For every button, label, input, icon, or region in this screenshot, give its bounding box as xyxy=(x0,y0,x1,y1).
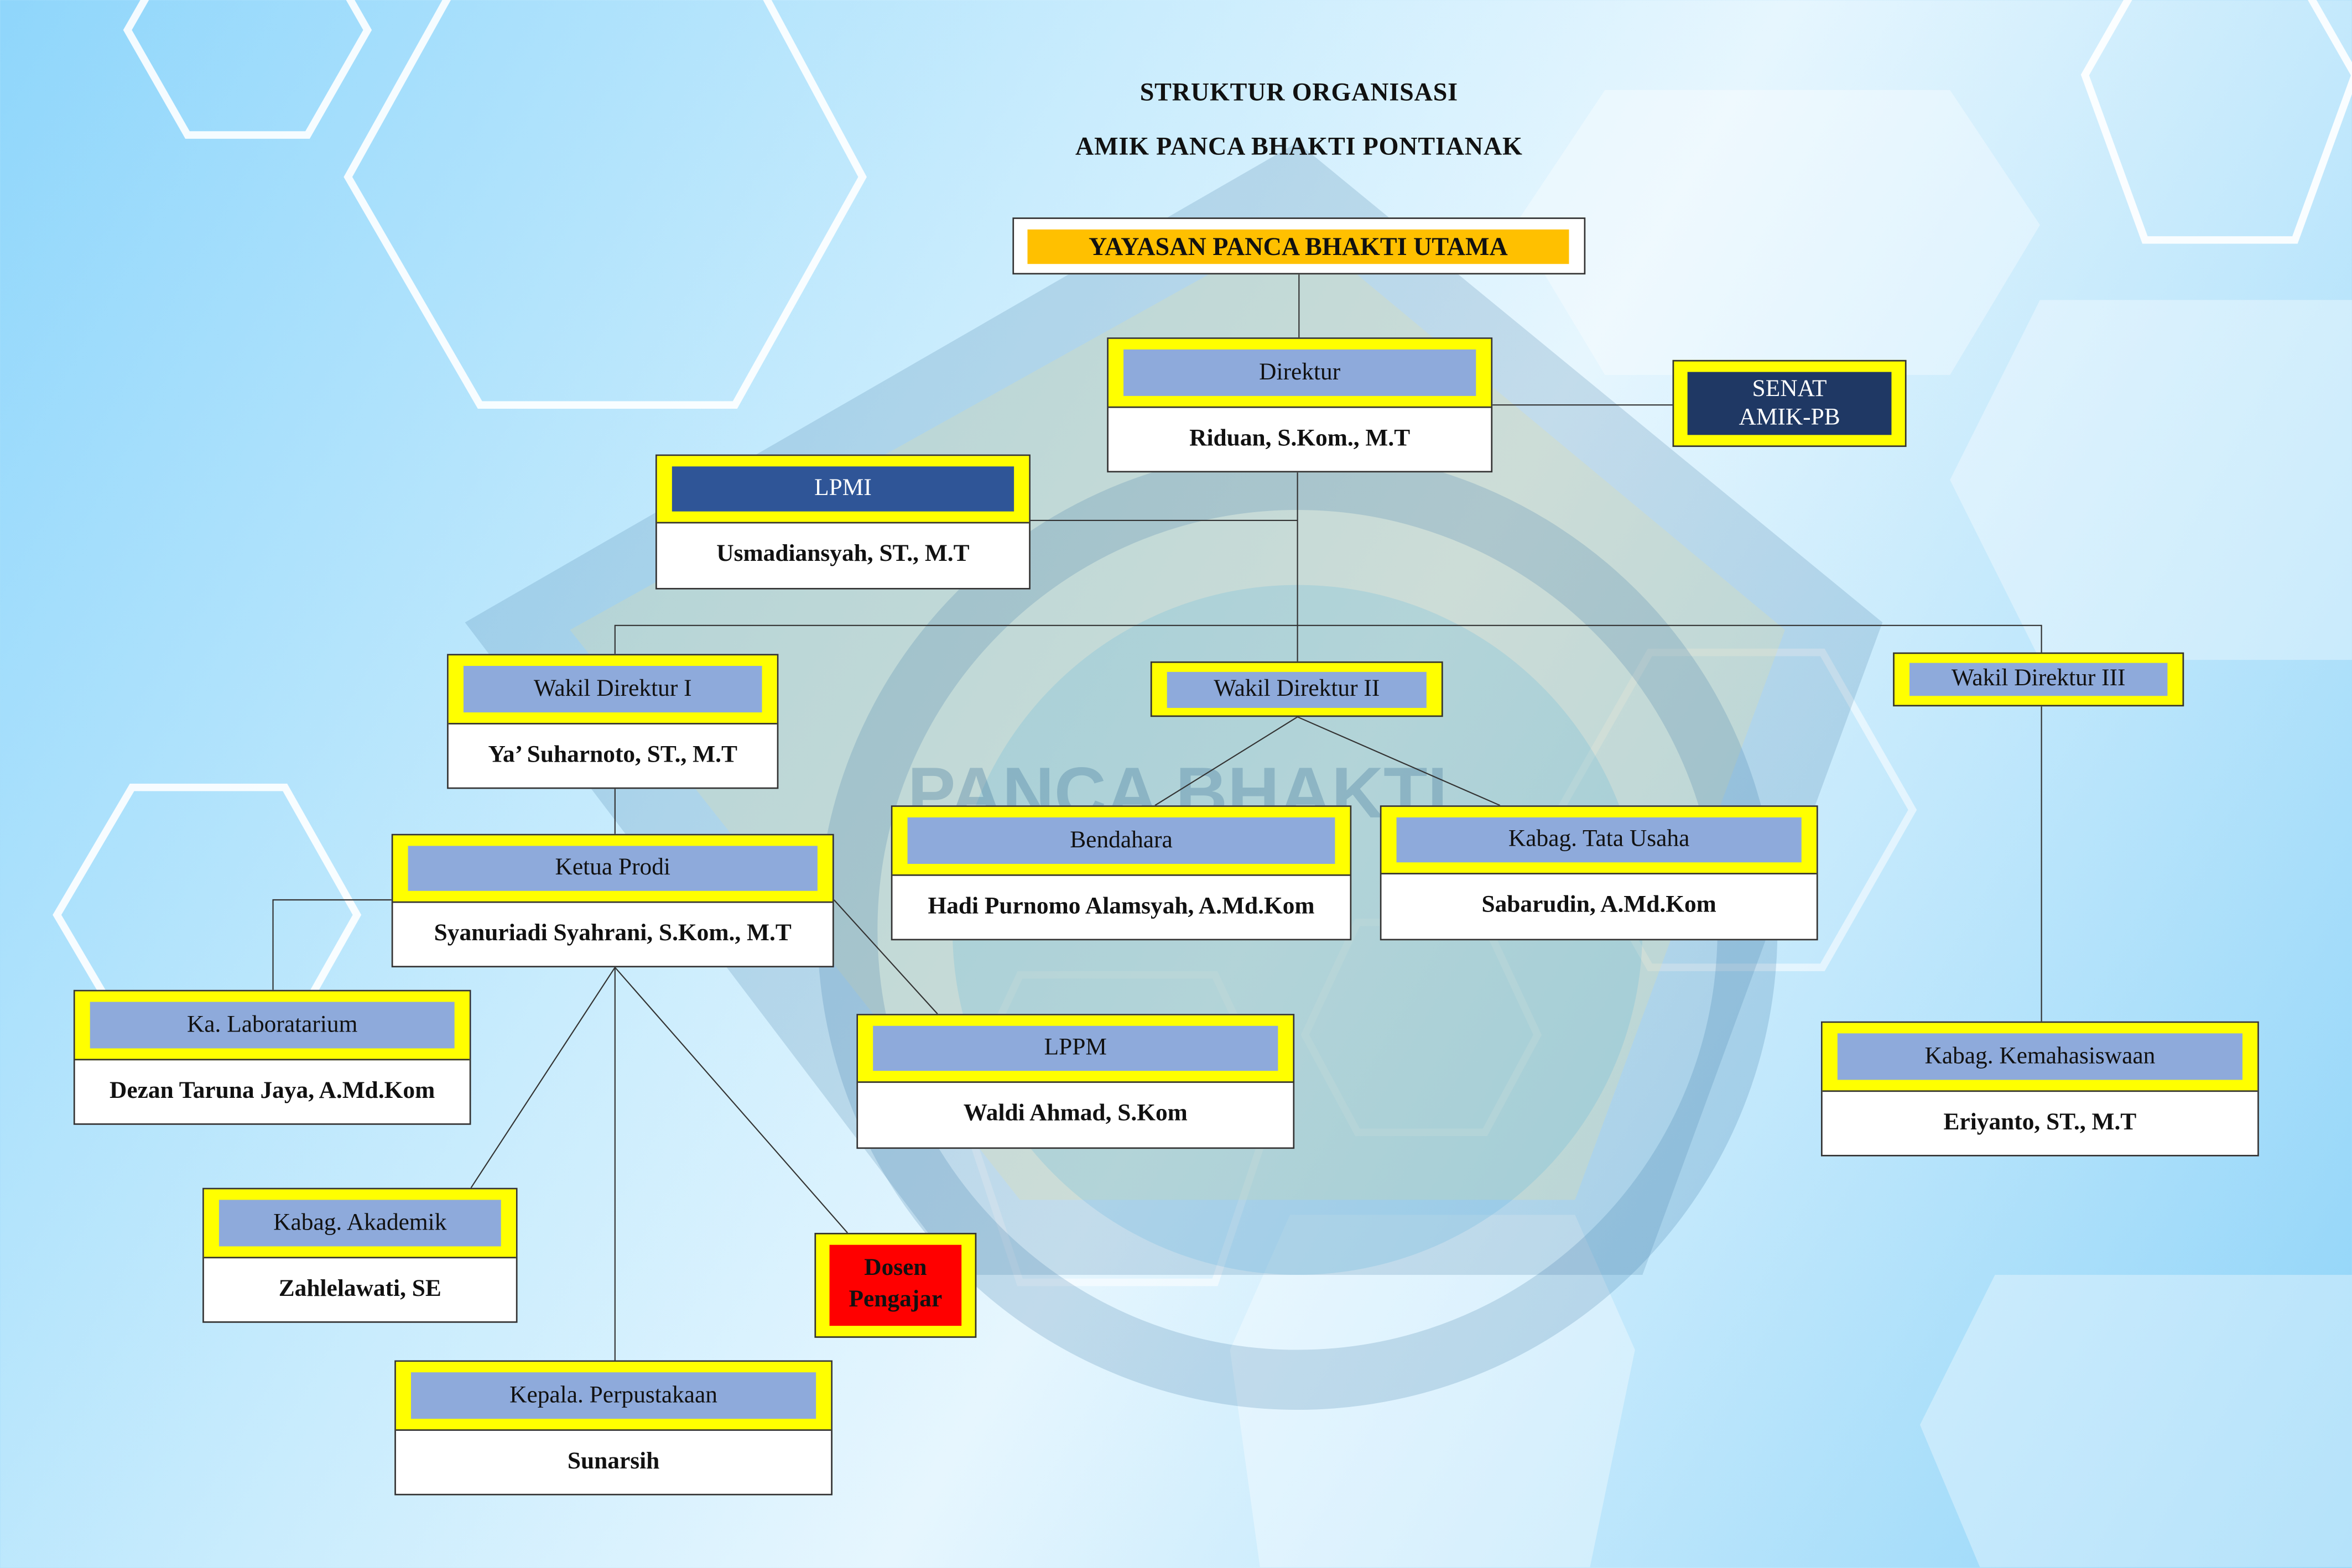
kalab-name: Dezan Taruna Jaya, A.Md.Kom xyxy=(110,1077,435,1103)
lpmi-name: Usmadiansyah, ST., M.T xyxy=(716,541,970,567)
wadir2-role: Wakil Direktur II xyxy=(1167,671,1427,708)
bendahara-name: Hadi Purnomo Alamsyah, A.Md.Kom xyxy=(928,893,1315,919)
node-kepala-perpustakaan: Kepala. Perpustakaan Sunarsih xyxy=(394,1360,832,1496)
kaprodi-name: Syanuriadi Syahrani, S.Kom., M.T xyxy=(434,920,792,946)
node-ka-laboratarium: Ka. Laboratarium Dezan Taruna Jaya, A.Md… xyxy=(73,989,471,1125)
kemahasiswaan-role: Kabag. Kemahasiswaan xyxy=(1837,1033,2242,1080)
lppm-name: Waldi Ahmad, S.Kom xyxy=(963,1101,1188,1127)
yayasan-label: YAYASAN PANCA BHAKTI UTAMA xyxy=(1027,229,1569,264)
node-bendahara: Bendahara Hadi Purnomo Alamsyah, A.Md.Ko… xyxy=(891,805,1352,941)
node-direktur: Direktur Riduan, S.Kom., M.T xyxy=(1107,337,1493,473)
direktur-role: Direktur xyxy=(1123,349,1476,396)
senat-line2: AMIK-PB xyxy=(1739,405,1840,431)
perpustakaan-name: Sunarsih xyxy=(567,1448,660,1474)
dosen-line1: Dosen xyxy=(864,1256,927,1282)
node-lppm: LPPM Waldi Ahmad, S.Kom xyxy=(856,1014,1295,1149)
node-dosen-pengajar: Dosen Pengajar xyxy=(814,1233,977,1338)
node-ketua-prodi: Ketua Prodi Syanuriadi Syahrani, S.Kom.,… xyxy=(391,834,834,968)
node-kabag-akademik: Kabag. Akademik Zahlelawati, SE xyxy=(202,1187,518,1323)
akademik-role: Kabag. Akademik xyxy=(218,1200,501,1247)
kalab-role: Ka. Laboratarium xyxy=(90,1002,455,1049)
wadir3-role: Wakil Direktur III xyxy=(1909,663,2168,696)
senat-line1: SENAT xyxy=(1752,376,1827,402)
node-wakil-direktur-3: Wakil Direktur III xyxy=(1893,652,2184,707)
node-senat: SENAT AMIK-PB xyxy=(1672,360,1907,447)
tatausaha-name: Sabarudin, A.Md.Kom xyxy=(1481,892,1716,918)
direktur-name: Riduan, S.Kom., M.T xyxy=(1189,425,1411,451)
node-wakil-direktur-1: Wakil Direktur I Ya’ Suharnoto, ST., M.T xyxy=(447,654,779,789)
bendahara-role: Bendahara xyxy=(907,817,1335,864)
chart-title-line2: AMIK PANCA BHAKTI PONTIANAK xyxy=(1075,132,1523,161)
lpmi-role: LPMI xyxy=(672,466,1014,512)
akademik-name: Zahlelawati, SE xyxy=(278,1275,441,1301)
lppm-role: LPPM xyxy=(873,1025,1278,1071)
dosen-line2: Pengajar xyxy=(849,1286,943,1312)
node-yayasan: YAYASAN PANCA BHAKTI UTAMA xyxy=(1012,217,1586,275)
kaprodi-role: Ketua Prodi xyxy=(408,846,818,891)
node-kabag-kemahasiswaan: Kabag. Kemahasiswaan Eriyanto, ST., M.T xyxy=(1821,1021,2259,1157)
wadir1-name: Ya’ Suharnoto, ST., M.T xyxy=(488,741,737,768)
node-kabag-tata-usaha: Kabag. Tata Usaha Sabarudin, A.Md.Kom xyxy=(1380,805,1818,941)
node-wakil-direktur-2: Wakil Direktur II xyxy=(1150,661,1443,717)
wadir1-role: Wakil Direktur I xyxy=(463,665,762,713)
chart-title-line1: STRUKTUR ORGANISASI xyxy=(1139,78,1458,107)
tatausaha-role: Kabag. Tata Usaha xyxy=(1396,817,1802,863)
node-lpmi: LPMI Usmadiansyah, ST., M.T xyxy=(655,454,1031,590)
kemahasiswaan-name: Eriyanto, ST., M.T xyxy=(1943,1109,2137,1135)
perpustakaan-role: Kepala. Perpustakaan xyxy=(411,1372,816,1419)
